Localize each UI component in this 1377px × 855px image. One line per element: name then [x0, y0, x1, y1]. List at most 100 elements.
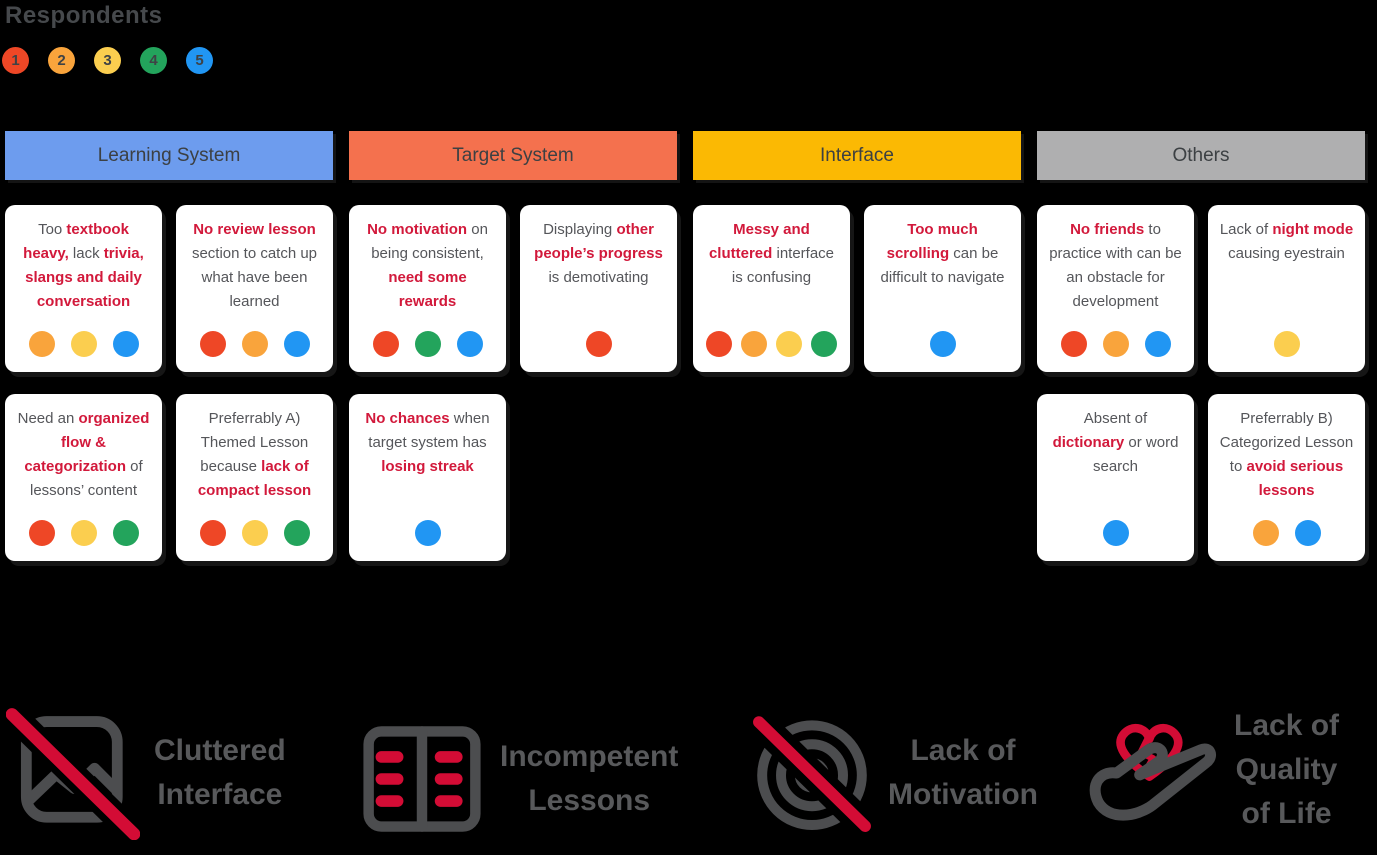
- plain-text: Preferrably A) Themed Lesson because: [200, 410, 309, 475]
- plain-text: interface is confusing: [731, 245, 835, 286]
- respondent-dots: [199, 520, 310, 546]
- card-rows: Messy and cluttered interface is confusi…: [693, 205, 1021, 561]
- category-header: Interface: [693, 131, 1021, 180]
- insight-card: Lack of night mode causing eyestrain: [1208, 205, 1365, 372]
- respondent-dots: [706, 331, 837, 357]
- plain-text: or word search: [1092, 434, 1179, 475]
- card-text: No friends to practice with can be an ob…: [1047, 218, 1184, 314]
- card-rows: No motivation on being consistent, need …: [349, 205, 677, 561]
- respondent-dot-yellow: [70, 520, 97, 546]
- card-row: [693, 394, 1021, 561]
- card-text: Need an organized flow & categorization …: [15, 407, 152, 503]
- respondent-dot-yellow: [776, 331, 802, 357]
- card-row: Too textbook heavy, lack trivia, slangs …: [5, 205, 333, 372]
- respondent-dot-red: 1: [2, 47, 29, 74]
- respondent-dots: [28, 520, 139, 546]
- highlighted-text: Messy and cluttered: [708, 221, 810, 262]
- plain-text: can be difficult to navigate: [880, 245, 1005, 286]
- respondent-dot-green: [414, 331, 441, 357]
- respondent-dot-orange: [741, 331, 767, 357]
- insight-card: No motivation on being consistent, need …: [349, 205, 506, 372]
- respondent-dot-blue: [112, 331, 139, 357]
- respondent-dot-orange: [241, 331, 268, 357]
- card-text: Too much scrolling can be difficult to n…: [874, 218, 1011, 290]
- respondent-dots: [28, 331, 139, 357]
- category-column-target-system: Target System No motivation on being cons…: [349, 131, 677, 561]
- hand-broken-heart-icon: [1080, 700, 1220, 840]
- respondent-dot-red: [1060, 331, 1087, 357]
- respondent-dot-orange: 2: [48, 47, 75, 74]
- insight-card: Absent of dictionary or word search: [1037, 394, 1194, 561]
- plain-text: section to catch up what have been learn…: [191, 245, 318, 310]
- respondent-dot-blue: [1294, 520, 1321, 546]
- plain-text: to practice with can be an obstacle for …: [1049, 221, 1182, 310]
- category-column-others: Others No friends to practice with can be…: [1037, 131, 1365, 561]
- plain-text: lack: [68, 245, 104, 262]
- respondent-dot-green: [112, 520, 139, 546]
- card-text: Preferrably A) Themed Lesson because lac…: [186, 407, 323, 503]
- category-header: Others: [1037, 131, 1365, 180]
- highlighted-text: night mode: [1272, 221, 1354, 238]
- plain-text: is demotivating: [548, 269, 649, 286]
- open-book-icon: [358, 721, 486, 837]
- respondent-dots: [1060, 331, 1171, 357]
- respondent-dot-red: [28, 520, 55, 546]
- respondent-dot-orange: [28, 331, 55, 357]
- category-header: Learning System: [5, 131, 333, 180]
- card-row: No friends to practice with can be an ob…: [1037, 205, 1365, 372]
- card-text: Absent of dictionary or word search: [1047, 407, 1184, 479]
- highlighted-text: avoid serious lessons: [1246, 458, 1344, 499]
- respondent-dot-red: [706, 331, 732, 357]
- respondent-dot-green: [283, 520, 310, 546]
- insight-card: No friends to practice with can be an ob…: [1037, 205, 1194, 372]
- respondent-dot-red: [372, 331, 399, 357]
- highlighted-text: dictionary: [1052, 434, 1125, 451]
- respondent-dot-green: [811, 331, 837, 357]
- insight-card: Displaying other people’s progress is de…: [520, 205, 677, 372]
- insight-card: No review lesson section to catch up wha…: [176, 205, 333, 372]
- highlighted-text: need some rewards: [388, 269, 467, 310]
- plain-text: of lessons’ content: [29, 458, 143, 499]
- respondent-dots: [199, 331, 310, 357]
- card-text: Too textbook heavy, lack trivia, slangs …: [15, 218, 152, 314]
- insight-card: Preferrably B) Categorized Lesson to avo…: [1208, 394, 1365, 561]
- respondent-dots: [929, 331, 956, 357]
- image-off-icon: [6, 706, 140, 840]
- card-row: Messy and cluttered interface is confusi…: [693, 205, 1021, 372]
- plain-text: Absent of: [1083, 410, 1148, 427]
- plain-text: Preferrably B) Categorized Lesson to: [1219, 410, 1354, 475]
- category-header-label: Interface: [820, 144, 894, 166]
- category-header-label: Target System: [452, 144, 574, 166]
- highlighted-text: trivia, slangs and daily conversation: [25, 245, 144, 310]
- card-row: Need an organized flow & categorization …: [5, 394, 333, 561]
- plain-text: on being consistent,: [371, 221, 488, 262]
- target-off-icon: [750, 711, 874, 835]
- respondent-dots: [585, 331, 612, 357]
- respondent-dot-red: [199, 520, 226, 546]
- highlighted-text: lack of compact lesson: [197, 458, 312, 499]
- page-title: Respondents: [5, 2, 163, 29]
- plain-text: causing eyestrain: [1228, 245, 1345, 262]
- respondent-dot-blue: [1102, 520, 1129, 546]
- highlighted-text: Too much scrolling: [886, 221, 978, 262]
- respondent-dot-red: [199, 331, 226, 357]
- respondent-dot-yellow: [70, 331, 97, 357]
- card-text: No review lesson section to catch up wha…: [186, 218, 323, 314]
- card-row: Absent of dictionary or word search Prefe…: [1037, 394, 1365, 561]
- highlighted-text: losing streak: [381, 458, 474, 475]
- card-text: No chances when target system has losing…: [359, 407, 496, 479]
- card-text: Preferrably B) Categorized Lesson to avo…: [1218, 407, 1355, 503]
- card-text: Displaying other people’s progress is de…: [530, 218, 667, 290]
- insight-card: Preferrably A) Themed Lesson because lac…: [176, 394, 333, 561]
- respondent-dot-orange: [1252, 520, 1279, 546]
- card-row: No chances when target system has losing…: [349, 394, 677, 561]
- insight-card: Too textbook heavy, lack trivia, slangs …: [5, 205, 162, 372]
- highlighted-text: No motivation: [367, 221, 468, 238]
- respondent-dot-blue: [456, 331, 483, 357]
- respondent-dot-blue: [283, 331, 310, 357]
- respondent-dot-yellow: [241, 520, 268, 546]
